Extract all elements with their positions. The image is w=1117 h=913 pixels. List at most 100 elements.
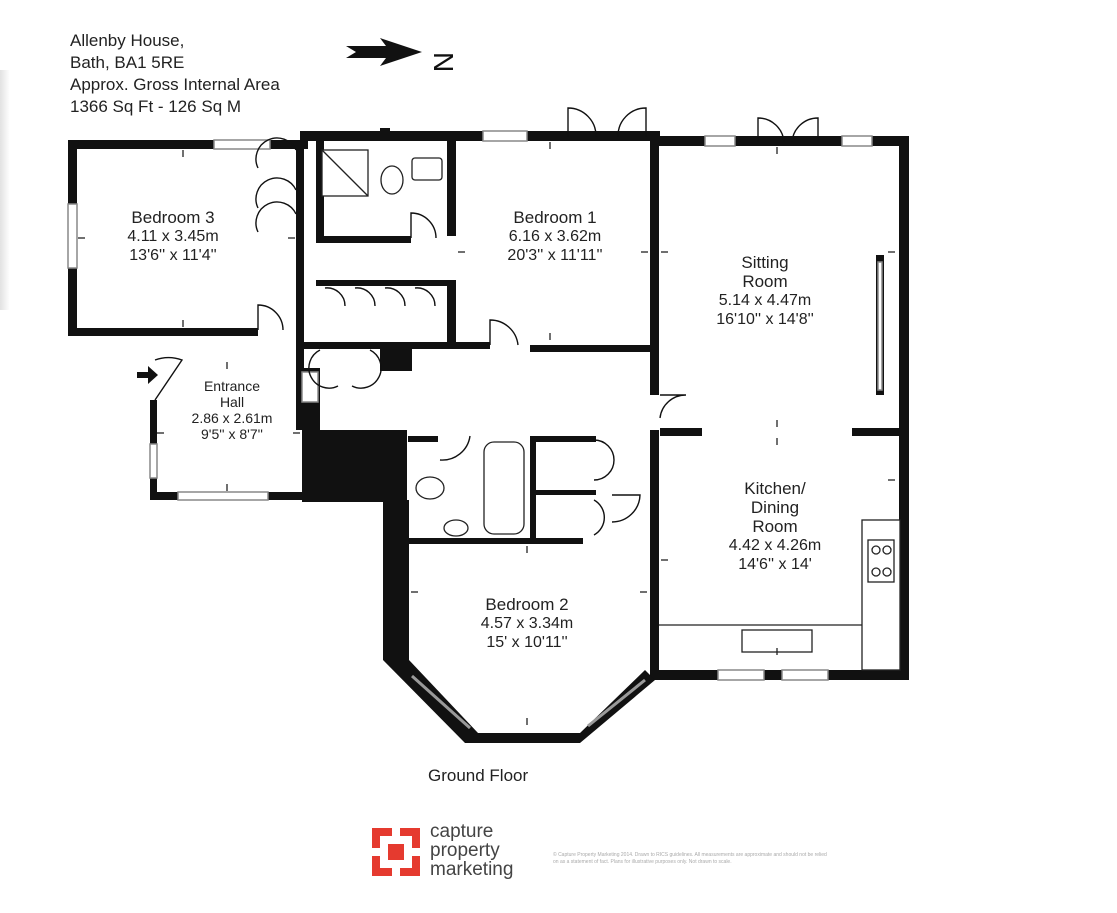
door-kitchen-hall <box>611 494 641 523</box>
room-name-line-1: Sitting <box>741 253 789 272</box>
room-metric: 4.42 x 4.26m <box>728 537 822 554</box>
toilet-bath1 <box>380 165 404 195</box>
room-name: Bedroom 2 <box>485 595 569 614</box>
room-imperial: 15' x 10'11'' <box>486 634 568 651</box>
bath-tub <box>483 441 525 535</box>
wall-bed3-right <box>296 148 304 430</box>
dimension-ticks <box>78 142 895 725</box>
logo-line-1: capture <box>430 821 494 842</box>
room-imperial: 9'5'' x 8'7'' <box>201 426 263 442</box>
area-title: Approx. Gross Internal Area <box>70 75 280 94</box>
wall-bathroom-bottom <box>408 538 583 544</box>
wall-bed1-bottom <box>304 342 490 349</box>
window-bed1-top <box>482 130 528 142</box>
wall-bathroom-top <box>408 436 438 442</box>
wall-cupboard-top <box>380 128 390 138</box>
basin-bath2 <box>443 519 469 537</box>
area-value: 1366 Sq Ft - 126 Sq M <box>70 97 242 116</box>
wall-right-sitting <box>899 136 909 679</box>
logo-wordmark: capture property marketing <box>430 822 513 879</box>
address-line-1: Allenby House, <box>70 31 185 50</box>
wall-bed2-bottom <box>465 733 580 743</box>
wall-sitting-kitchen-a <box>660 428 702 436</box>
door-french-bed1-b <box>617 107 647 138</box>
wall-bottom-kitchen <box>650 670 909 680</box>
wall-wardrobe-right <box>447 280 456 342</box>
screen-edge-shadow <box>0 70 10 310</box>
room-sitting: Sitting Room 5.14 x 4.47m 16'10'' x 14'8… <box>690 253 840 329</box>
wall-sitting-kitchen-b <box>852 428 902 436</box>
window-bed3-top <box>213 139 271 150</box>
wall-bed3-bottom <box>68 328 258 336</box>
room-kitchen-dining: Kitchen/ Dining Room 4.42 x 4.26m 14'6''… <box>700 479 850 574</box>
disclaimer-text: © Capture Property Marketing 2014. Drawn… <box>553 852 827 865</box>
wall-top-left <box>68 140 308 149</box>
logo-mark-icon <box>372 828 420 876</box>
door-french-sitting-a <box>757 117 785 143</box>
wall-bed1-bottom-right <box>530 345 658 352</box>
doors <box>154 107 819 536</box>
bay-wall-left <box>383 660 478 743</box>
door-sitting <box>659 394 687 419</box>
wall-bathroom-right <box>530 436 536 544</box>
door-bed3 <box>257 304 284 331</box>
door-bed1 <box>489 319 519 346</box>
door-bed3-wardrobe <box>255 137 297 233</box>
window-bed3-left <box>67 203 78 269</box>
wall-wardrobe-top <box>316 280 456 286</box>
door-bathroom <box>410 212 437 239</box>
door-french-sitting-b <box>791 117 819 143</box>
room-metric: 2.86 x 2.61m <box>191 410 273 426</box>
toilet-bath2 <box>415 476 445 500</box>
window-sitting-top-a <box>704 135 736 147</box>
north-arrow-icon: N <box>346 38 459 72</box>
door-front <box>154 356 184 401</box>
room-name-line-3: Room <box>752 517 798 536</box>
basin-bath1 <box>411 157 443 181</box>
room-imperial: 14'6'' x 14' <box>738 556 812 573</box>
windows <box>67 130 883 681</box>
door-bathroom2 <box>439 435 471 461</box>
wall-kitchen-left <box>650 430 659 680</box>
room-metric: 4.57 x 3.34m <box>480 615 574 632</box>
wall-bathroom-top-b <box>536 436 596 442</box>
room-name: Bedroom 1 <box>513 208 597 227</box>
window-sitting-top-b <box>841 135 873 147</box>
room-name: Bedroom 3 <box>131 208 215 227</box>
wall-cupboard-mid <box>536 490 596 495</box>
wall-block <box>302 430 407 502</box>
room-name-line-2: Room <box>742 272 788 291</box>
bay-window-right <box>587 678 646 728</box>
address-line-2: Bath, BA1 5RE <box>70 53 185 72</box>
room-name-line-2: Dining <box>750 498 800 517</box>
bay-window-left <box>410 674 472 730</box>
window-entrance-side <box>301 371 319 403</box>
window-kitchen-bottom-b <box>781 669 829 681</box>
room-metric: 6.16 x 3.62m <box>508 228 602 245</box>
wall-bed2-left <box>383 500 409 660</box>
room-entrance-hall: Entrance Hall 2.86 x 2.61m 9'5'' x 8'7'' <box>172 378 292 442</box>
door-french-bed1-a <box>567 107 597 138</box>
window-sitting-right <box>877 261 883 391</box>
door-hall-cupboard <box>308 349 382 389</box>
floor-label: Ground Floor <box>428 766 529 785</box>
logo-line-3: marketing <box>430 859 514 880</box>
compass-label: N <box>428 52 459 72</box>
logo-line-2: property <box>430 840 500 861</box>
window-hall-left <box>149 443 158 479</box>
room-name-line-1: Entrance <box>203 378 261 394</box>
fixtures <box>321 149 901 671</box>
room-name-line-1: Kitchen/ <box>744 479 806 498</box>
door-bed2-cupboard <box>593 439 615 536</box>
property-header: Allenby House, Bath, BA1 5RE Approx. Gro… <box>70 30 280 118</box>
room-bedroom-3: Bedroom 3 4.11 x 3.45m 13'6'' x 11'4'' <box>98 208 248 265</box>
wall-bed1-right <box>650 140 659 395</box>
wall-top-mid <box>300 131 660 141</box>
door-wardrobes-bed1 <box>324 287 436 307</box>
room-imperial: 20'3'' x 11'11'' <box>507 247 603 264</box>
room-metric: 5.14 x 4.47m <box>718 292 812 309</box>
wall-top-right <box>650 136 908 146</box>
wall-hall-cupboard <box>380 349 412 371</box>
room-name-line-2: Hall <box>219 394 245 410</box>
